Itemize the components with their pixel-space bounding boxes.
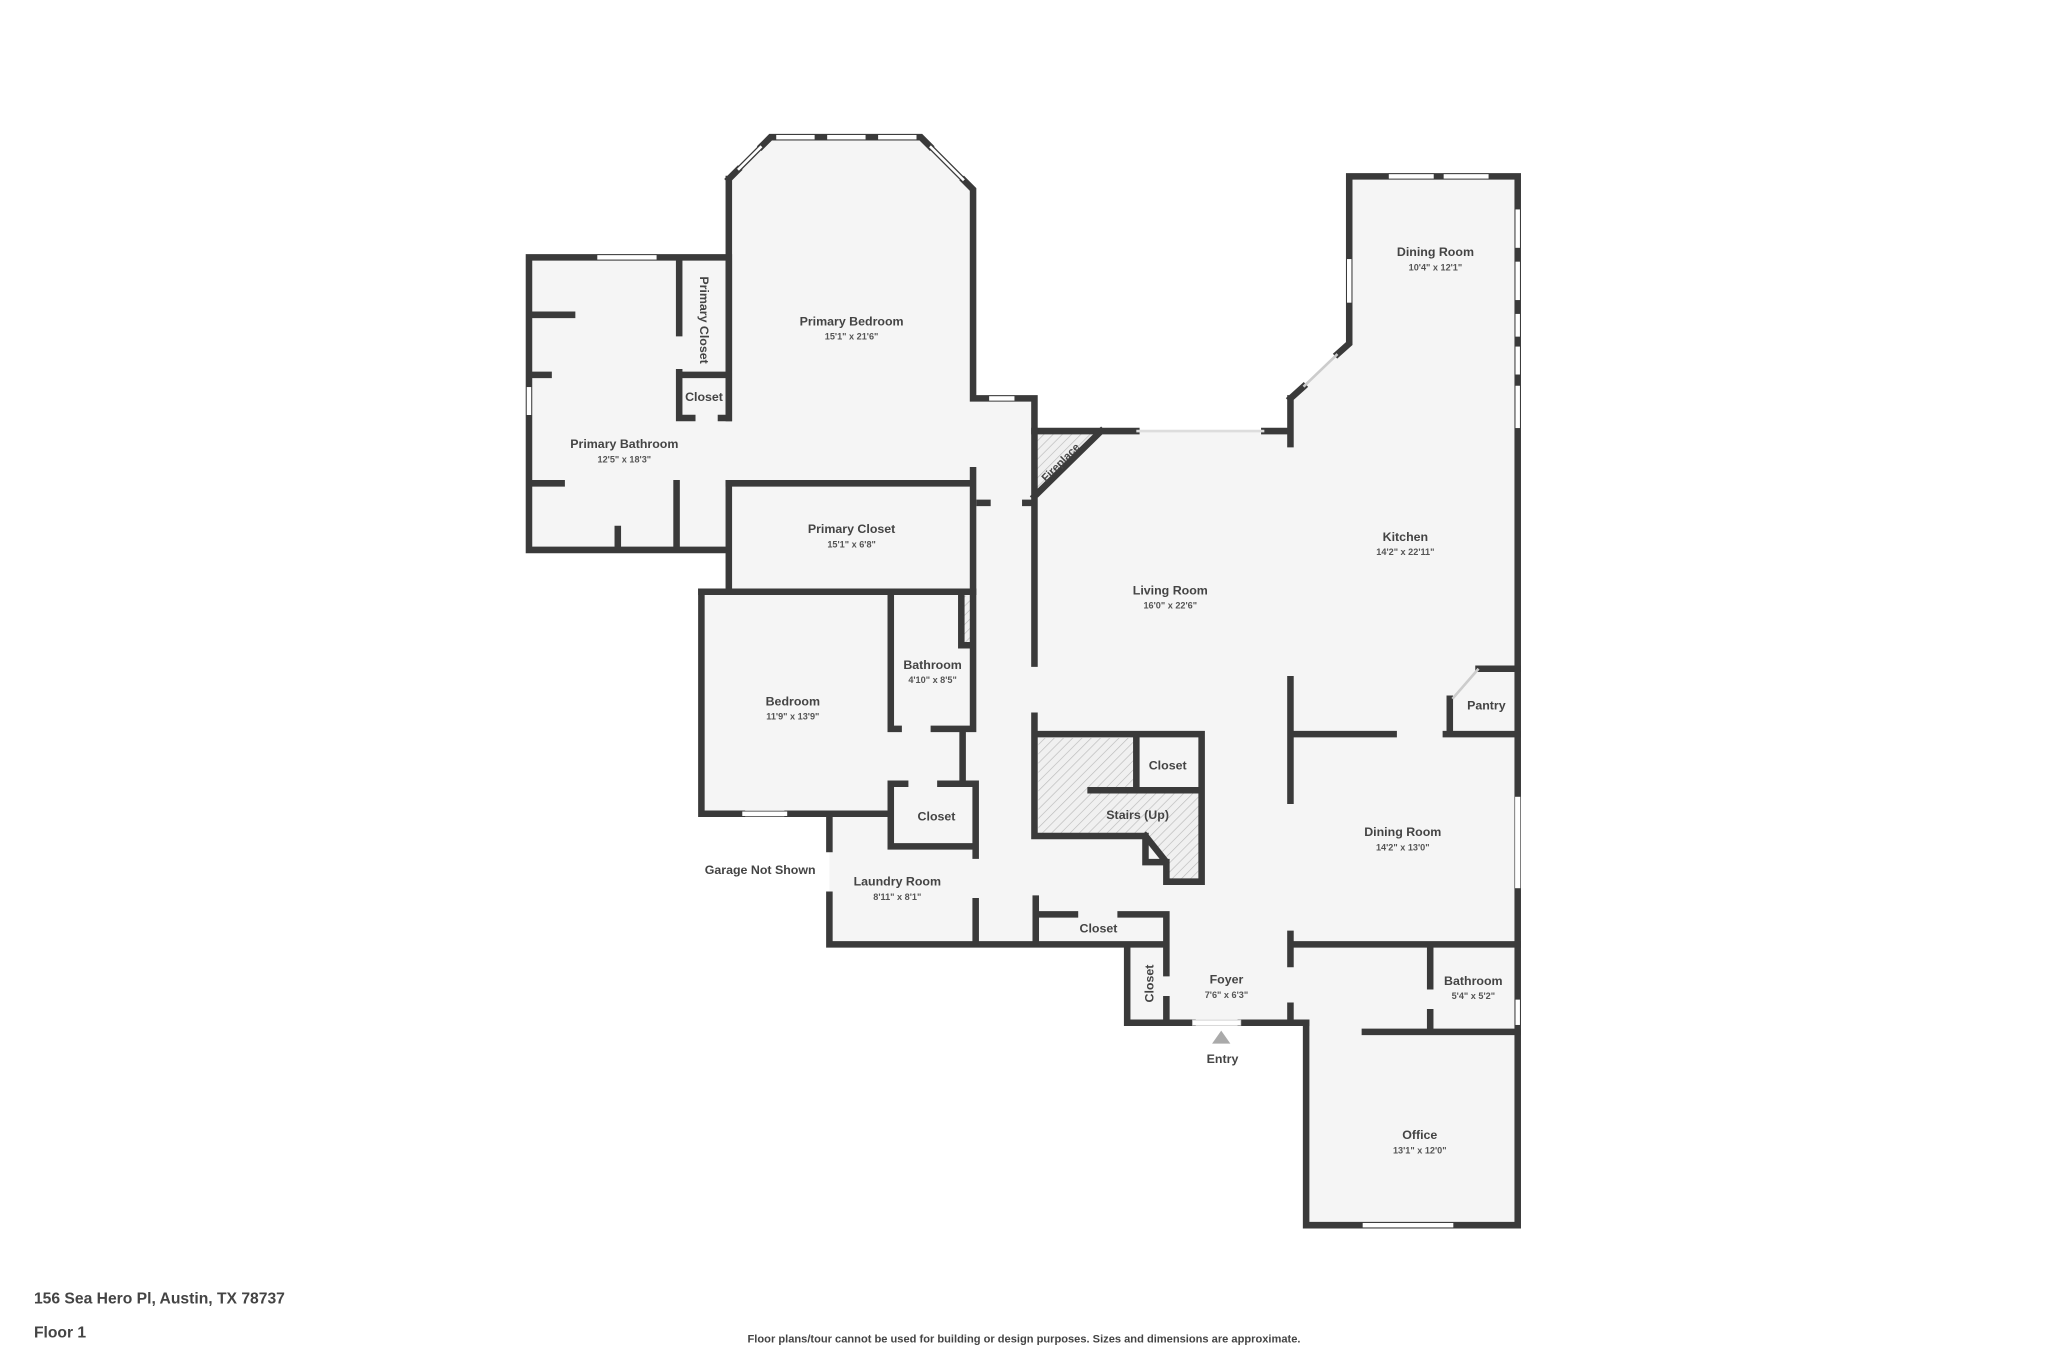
room-label-half-bathroom: Bathroom 5'4" x 5'2" (1444, 974, 1503, 1001)
room-dims: 14'2" x 22'11" (1376, 547, 1434, 557)
label-stairs: Stairs (Up) (1106, 808, 1169, 822)
room-dims: 7'6" x 6'3" (1205, 990, 1248, 1000)
address: 156 Sea Hero Pl, Austin, TX 78737 (34, 1291, 285, 1308)
room-label-kitchen: Kitchen 14'2" x 22'11" (1376, 530, 1434, 557)
room-dims: 5'4" x 5'2" (1452, 991, 1495, 1001)
disclaimer: Floor plans/tour cannot be used for buil… (748, 1334, 1301, 1346)
bathroom-hatch (962, 595, 972, 646)
label-closet-foyer: Closet (1142, 965, 1156, 1003)
room-label-bathroom: Bathroom 4'10" x 8'5" (903, 658, 962, 685)
room-dims: 15'1" x 6'8" (827, 539, 876, 549)
stairs-hatch (1038, 738, 1200, 880)
label-closet-hall: Closet (1080, 922, 1118, 936)
room-dims: 10'4" x 12'1" (1409, 262, 1463, 272)
entry-arrow-icon (1212, 1030, 1231, 1044)
room-name: Office (1402, 1128, 1437, 1142)
room-name: Primary Bedroom (800, 314, 904, 328)
room-dims: 4'10" x 8'5" (908, 675, 957, 685)
room-dims: 15'1" x 21'6" (825, 332, 879, 342)
room-name: Kitchen (1383, 530, 1428, 544)
room-name: Bathroom (903, 658, 962, 672)
room-name: Living Room (1133, 583, 1208, 597)
label-pantry: Pantry (1467, 698, 1506, 712)
room-label-dining-room-north: Dining Room 10'4" x 12'1" (1397, 245, 1474, 272)
label-closet-laundry: Closet (918, 809, 956, 823)
room-name: Primary Closet (808, 522, 895, 536)
room-dims: 11'9" x 13'9" (766, 712, 819, 722)
room-name: Bathroom (1444, 974, 1503, 988)
room-label-laundry-room: Laundry Room 8'11" x 8'1" (854, 875, 941, 902)
windows (525, 134, 1521, 1229)
room-label-primary-bedroom: Primary Bedroom 15'1" x 21'6" (800, 314, 904, 341)
room-dims: 14'2" x 13'0" (1376, 842, 1430, 852)
room-label-foyer: Foyer 7'6" x 6'3" (1205, 973, 1248, 1000)
room-label-dining-room-south: Dining Room 14'2" x 13'0" (1364, 825, 1441, 852)
label-garage-not-shown: Garage Not Shown (705, 863, 816, 877)
label-primary-closet-small: Primary Closet (697, 276, 711, 363)
room-name: Foyer (1210, 973, 1244, 987)
room-name: Dining Room (1364, 825, 1441, 839)
room-name: Bedroom (766, 694, 820, 708)
room-dims: 13'1" x 12'0" (1393, 1145, 1447, 1155)
room-dims: 12'5" x 18'3" (598, 454, 652, 464)
room-name: Primary Bathroom (570, 437, 678, 451)
interior-walls (698, 426, 1521, 1036)
room-label-office: Office 13'1" x 12'0" (1393, 1128, 1447, 1155)
room-dims: 16'0" x 22'6" (1143, 601, 1197, 611)
room-label-living-room: Living Room 16'0" x 22'6" (1133, 583, 1208, 610)
floor-area (528, 137, 1518, 1226)
label-entry: Entry (1207, 1052, 1239, 1066)
room-name: Dining Room (1397, 245, 1474, 259)
room-label-primary-closet: Primary Closet 15'1" x 6'8" (808, 522, 895, 549)
room-dims: 8'11" x 8'1" (873, 892, 921, 902)
label-closet-primary: Closet (685, 390, 723, 404)
room-label-bedroom: Bedroom 11'9" x 13'9" (766, 694, 820, 721)
room-name: Laundry Room (854, 875, 941, 889)
floor-label: Floor 1 (34, 1325, 86, 1342)
room-label-primary-bathroom: Primary Bathroom 12'5" x 18'3" (570, 437, 678, 464)
label-closet-stairs: Closet (1149, 758, 1187, 772)
